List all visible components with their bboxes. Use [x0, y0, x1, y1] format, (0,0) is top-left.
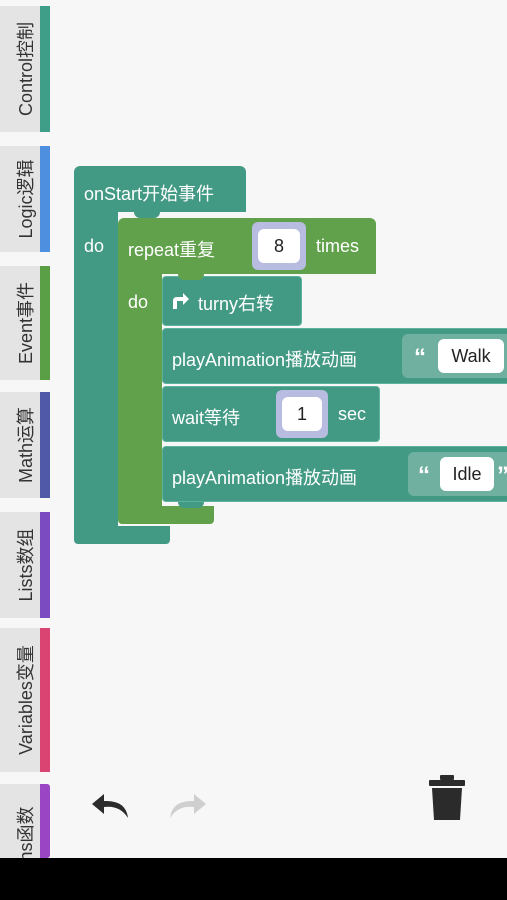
category-color-bar: [40, 628, 50, 772]
category-event[interactable]: Event事件: [0, 266, 50, 380]
category-lists[interactable]: Lists数组: [0, 512, 50, 618]
category-color-bar: [40, 146, 50, 252]
category-label: Variables变量: [16, 645, 36, 755]
repeat-label: repeat重复: [128, 240, 216, 260]
repeat-times-label: times: [316, 236, 360, 256]
idle-open-quote: “: [418, 462, 430, 489]
turn-right-label: turny右转: [198, 294, 275, 314]
category-label: Logic逻辑: [16, 159, 36, 239]
repeat-body-arm: [118, 274, 162, 512]
category-color-bar: [40, 784, 50, 858]
redo-icon[interactable]: [164, 790, 208, 824]
repeat-count-input[interactable]: 8: [258, 229, 300, 263]
block-workspace[interactable]: onStart开始事件 do repeat重复 8 times do turny…: [62, 0, 507, 858]
category-logic[interactable]: Logic逻辑: [0, 146, 50, 252]
wait-block[interactable]: [162, 386, 380, 442]
on-start-block[interactable]: [74, 166, 246, 212]
category-color-bar: [40, 6, 50, 132]
repeat-block[interactable]: [118, 218, 376, 274]
category-control[interactable]: Control控制: [0, 6, 50, 132]
wait-value-input[interactable]: 1: [282, 397, 322, 431]
category-toolbox: Control控制 Logic逻辑 Event事件 Math运算 Lists数组…: [0, 0, 62, 858]
category-color-bar: [40, 512, 50, 618]
wait-unit-label: sec: [338, 404, 367, 424]
idle-close-quote: ”: [497, 462, 507, 490]
play-animation-idle-label: playAnimation播放动画: [172, 468, 358, 488]
trash-icon[interactable]: [428, 774, 466, 822]
connection-notch: [178, 502, 204, 508]
wait-label: wait等待: [172, 408, 241, 428]
category-variables[interactable]: Variables变量: [0, 628, 50, 772]
repeat-do-label: do: [128, 292, 149, 312]
turn-right-icon: [173, 293, 189, 309]
category-label: Control控制: [16, 21, 36, 117]
category-label: ns函数: [16, 806, 36, 858]
category-color-bar: [40, 266, 50, 380]
walk-string-input[interactable]: Walk: [438, 339, 504, 373]
play-animation-walk-label: playAnimation播放动画: [172, 350, 358, 370]
undo-icon[interactable]: [90, 790, 134, 824]
category-functions[interactable]: ns函数: [0, 784, 50, 858]
idle-string-input[interactable]: Idle: [440, 457, 494, 491]
connection-notch: [134, 212, 160, 218]
on-start-body-arm: [74, 212, 118, 528]
category-label: Lists数组: [16, 528, 36, 602]
on-start-label: onStart开始事件: [84, 184, 215, 204]
repeat-bottom-arm: [118, 506, 214, 524]
category-label: Event事件: [16, 281, 36, 365]
walk-open-quote: “: [414, 344, 426, 371]
category-math[interactable]: Math运算: [0, 392, 50, 498]
on-start-bottom-arm: [74, 526, 170, 544]
bottom-black-bar: [0, 858, 507, 900]
category-label: Math运算: [16, 406, 36, 484]
category-color-bar: [40, 392, 50, 498]
on-start-do-label: do: [84, 236, 105, 256]
connection-notch: [178, 274, 204, 280]
